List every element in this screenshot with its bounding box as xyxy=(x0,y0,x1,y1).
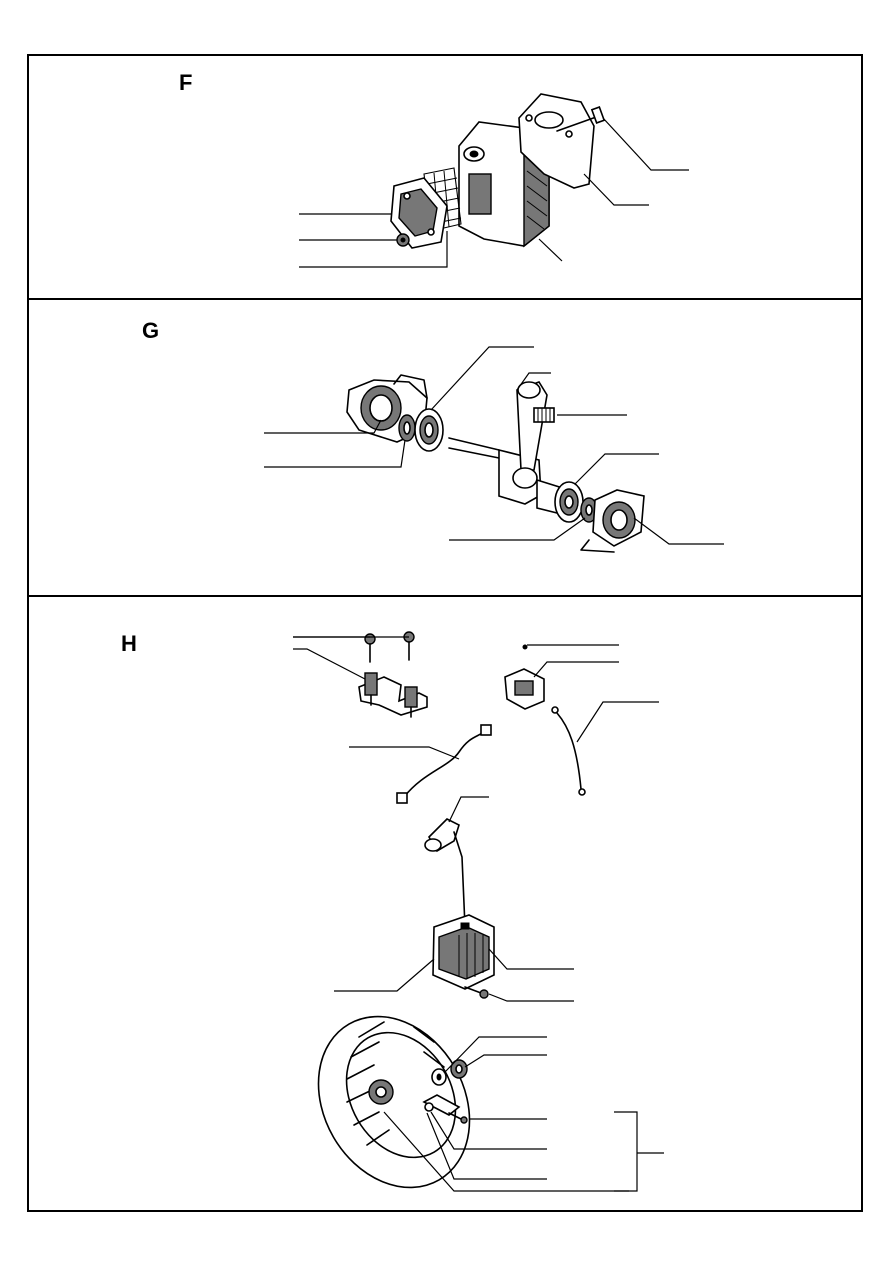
coil-screw xyxy=(464,986,489,999)
connecting-rod xyxy=(512,381,548,489)
switch-wire xyxy=(396,724,492,804)
muffler-gasket xyxy=(518,93,595,189)
stop-switch xyxy=(504,644,545,710)
panel-letter-g: G xyxy=(142,318,160,343)
right-crankcase-half xyxy=(580,489,645,553)
panel-h: H xyxy=(29,595,861,1210)
bolt xyxy=(556,106,606,132)
left-bearing xyxy=(414,408,444,452)
ignition-coil xyxy=(432,914,495,990)
starter-pawl xyxy=(422,1094,461,1116)
crankshaft-diagram xyxy=(264,346,724,553)
panel-letter-h: H xyxy=(121,631,137,656)
left-crankcase-half xyxy=(346,374,428,443)
panel-letter-f: F xyxy=(179,70,193,95)
flywheel-washer xyxy=(431,1068,447,1086)
flywheel-nut xyxy=(450,1059,468,1079)
ground-wire xyxy=(551,706,586,796)
muffler-cover-plate xyxy=(390,177,448,249)
left-seal xyxy=(398,414,416,442)
spark-plug-cap xyxy=(424,818,466,928)
panel-g: G xyxy=(29,298,861,595)
right-bearing xyxy=(554,481,584,523)
flywheel xyxy=(317,1015,471,1189)
pawl-screw xyxy=(448,1112,468,1124)
right-seal xyxy=(580,497,598,523)
muffler-diagram xyxy=(299,93,689,268)
panel-f: F xyxy=(29,56,861,298)
ignition-diagram xyxy=(293,631,664,1192)
parts-sheet: F xyxy=(27,54,863,1212)
nut xyxy=(396,233,410,247)
switch-bracket xyxy=(358,672,428,718)
needle-bearing xyxy=(533,407,555,423)
